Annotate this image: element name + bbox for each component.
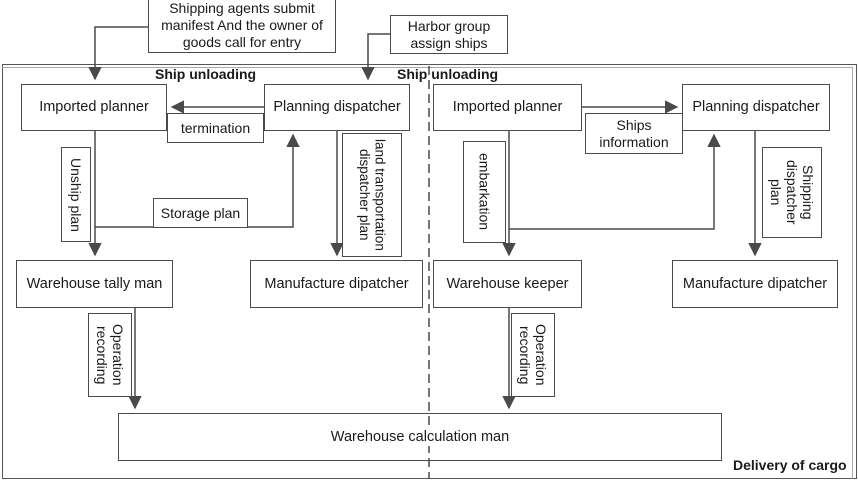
shipping-agents-text: Shipping agents submit manifest And the …	[161, 0, 323, 50]
unship-plan-label: Unship plan	[61, 147, 91, 242]
harbor-group-text: Harbor group assign ships	[407, 17, 491, 51]
arrow-embarkation-feedback	[509, 133, 721, 230]
operation-recording-right-label: Operation recording	[511, 313, 555, 397]
left-imported-planner-label: Imported planner	[39, 99, 149, 116]
warehouse-tally-man-label: Warehouse tally man	[26, 275, 163, 292]
storage-plan-label: Storage plan	[153, 198, 248, 228]
ships-information-text: Ships information	[599, 116, 669, 150]
right-planning-dispatcher-label: Planning dispatcher	[692, 99, 820, 116]
left-planning-dispatcher-label: Planning dispatcher	[273, 99, 401, 116]
arrow-agents-to-imported-planner	[88, 26, 148, 81]
land-transport-plan-label: land transportation dispatcher plan	[342, 133, 402, 257]
right-section-title: Ship unloading	[397, 66, 499, 82]
storage-plan-text: Storage plan	[160, 204, 241, 221]
outer-frame	[2, 64, 857, 479]
left-manufacture-dispatcher[interactable]: Manufacture dipatcher	[250, 260, 423, 308]
shipping-agents-box: Shipping agents submit manifest And the …	[148, 0, 336, 53]
termination-label: termination	[167, 113, 264, 143]
warehouse-calculation-man[interactable]: Warehouse calculation man	[118, 413, 722, 461]
ships-information-label: Ships information	[585, 113, 683, 154]
termination-text: termination	[180, 119, 251, 136]
harbor-group-box: Harbor group assign ships	[390, 15, 508, 54]
right-planning-dispatcher[interactable]: Planning dispatcher	[682, 84, 830, 131]
warehouse-keeper-label: Warehouse keeper	[446, 275, 569, 292]
land-transport-plan-text: land transportation dispatcher plan	[357, 139, 388, 251]
arrow-harbor-to-planning-dispatcher	[361, 33, 390, 81]
operation-recording-left-label: Operation recording	[88, 313, 132, 397]
bottom-section-title: Delivery of cargo	[733, 457, 847, 473]
right-imported-planner-label: Imported planner	[452, 99, 563, 116]
shipping-dispatcher-plan-text: Shipping dispatcher plan	[767, 160, 817, 225]
shipping-dispatcher-plan-label: Shipping dispatcher plan	[762, 147, 822, 238]
warehouse-keeper[interactable]: Warehouse keeper	[433, 260, 582, 308]
operation-recording-left-text: Operation recording	[94, 324, 127, 386]
left-section-title: Ship unloading	[155, 66, 257, 82]
right-imported-planner[interactable]: Imported planner	[433, 84, 582, 131]
embarkation-text: embarkation	[476, 153, 493, 231]
right-manufacture-dispatcher-label: Manufacture dipatcher	[682, 275, 828, 292]
warehouse-tally-man[interactable]: Warehouse tally man	[16, 260, 173, 308]
unship-plan-text: Unship plan	[68, 157, 85, 232]
left-manufacture-dispatcher-label: Manufacture dipatcher	[264, 275, 409, 292]
left-planning-dispatcher[interactable]: Planning dispatcher	[264, 84, 410, 131]
left-imported-planner[interactable]: Imported planner	[21, 84, 167, 131]
outer-frame-inner-line	[2, 67, 853, 479]
operation-recording-right-text: Operation recording	[517, 324, 550, 386]
right-manufacture-dispatcher[interactable]: Manufacture dipatcher	[672, 260, 838, 308]
embarkation-label: embarkation	[463, 141, 506, 243]
warehouse-calculation-man-label: Warehouse calculation man	[329, 427, 511, 447]
